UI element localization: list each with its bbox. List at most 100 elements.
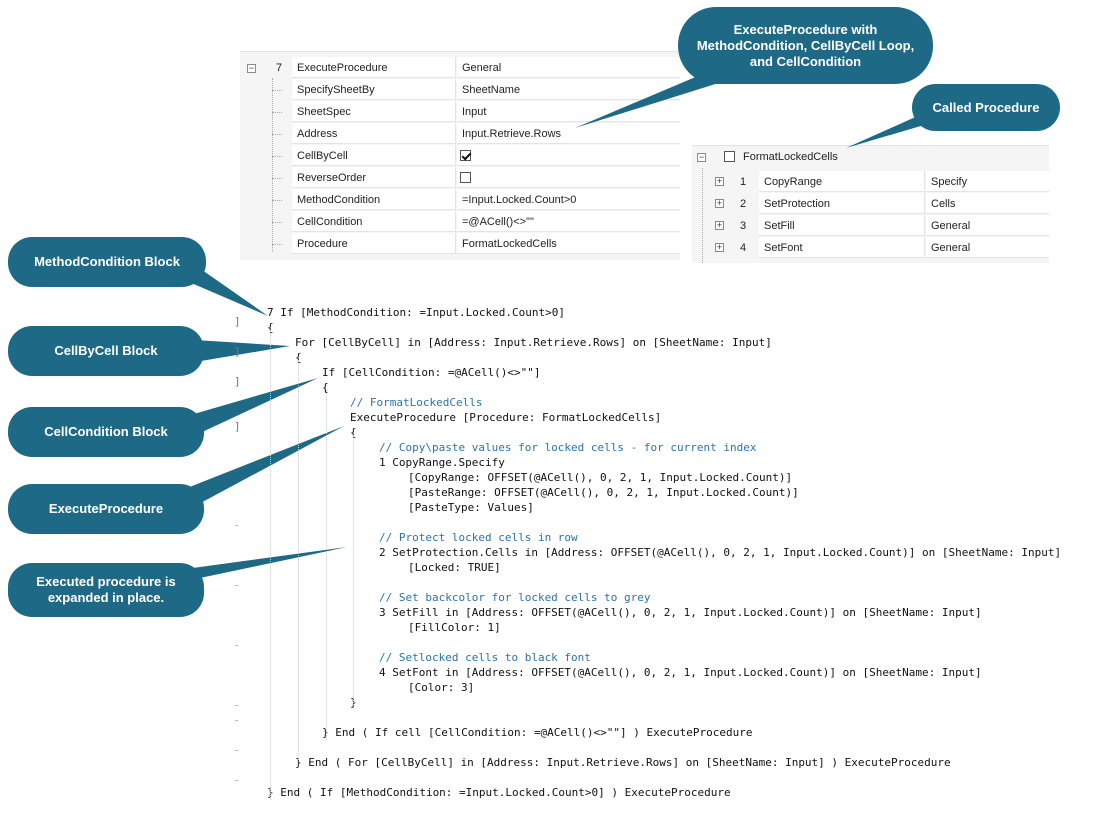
code-line: { — [295, 351, 302, 364]
tree-line — [272, 90, 282, 91]
property-name: ReverseOrder — [292, 167, 456, 188]
code-line: } End ( If cell [CellCondition: =@ACell(… — [322, 726, 753, 739]
code-line: } End ( For [CellByCell] in [Address: In… — [295, 756, 951, 769]
step-number: 3 — [739, 220, 747, 232]
callout-pointer — [195, 340, 290, 362]
code-line: 3 SetFill in [Address: OFFSET(@ACell(), … — [379, 606, 982, 619]
property-name: Address — [292, 123, 456, 144]
property-row[interactable]: MethodCondition=Input.Locked.Count>0 — [240, 189, 680, 211]
step-number: 4 — [739, 242, 747, 254]
callout-pointer — [182, 426, 344, 506]
step-name: SetFont — [759, 237, 925, 258]
code-comment: // Set backcolor for locked cells to gre… — [379, 591, 651, 604]
code-comment: // FormatLockedCells — [350, 396, 483, 409]
step-name: SetProtection — [759, 193, 925, 214]
indent-guide — [326, 390, 327, 740]
property-name: CellCondition — [292, 211, 456, 232]
step-type: Specify — [926, 171, 1049, 192]
fold-marker[interactable]: ] — [234, 420, 241, 433]
property-value[interactable]: FormatLockedCells — [457, 233, 680, 254]
code-line: [Color: 3] — [408, 681, 475, 694]
callout-called-procedure: Called Procedure — [912, 84, 1060, 131]
tree-line — [272, 112, 282, 113]
code-comment: // Copy\paste values for locked cells - … — [379, 441, 757, 454]
grid-header-row[interactable]: 7 ExecuteProcedure General — [240, 57, 680, 79]
property-name: SpecifySheetBy — [292, 79, 456, 100]
step-type: General — [926, 237, 1049, 258]
property-value[interactable]: SheetName — [457, 79, 680, 100]
step-name: CopyRange — [759, 171, 925, 192]
expand-icon[interactable]: + — [715, 176, 724, 186]
property-value — [457, 145, 680, 166]
tree-line — [272, 244, 282, 245]
expand-icon[interactable]: + — [715, 220, 724, 230]
procedure-checkbox[interactable] — [724, 151, 735, 162]
fold-marker[interactable]: ] — [234, 315, 241, 328]
property-value[interactable]: Input — [457, 101, 680, 122]
fold-marker[interactable]: ] — [234, 345, 241, 358]
property-value[interactable]: =Input.Locked.Count>0 — [457, 189, 680, 210]
property-grid: − 7 ExecuteProcedure General SpecifyShee… — [240, 51, 680, 260]
tree-line — [272, 156, 282, 157]
callout-expanded-in-place: Executed procedure is expanded in place. — [8, 563, 204, 617]
code-line: [CopyRange: OFFSET(@ACell(), 0, 2, 1, In… — [408, 471, 793, 484]
code-line: For [CellByCell] in [Address: Input.Retr… — [295, 336, 772, 349]
property-name: Procedure — [292, 233, 456, 254]
called-procedure-title: FormatLockedCells — [743, 151, 838, 163]
tree-line — [272, 134, 282, 135]
property-checkbox[interactable] — [460, 150, 471, 161]
property-name: MethodCondition — [292, 189, 456, 210]
code-line: [Locked: TRUE] — [408, 561, 501, 574]
callout-execute-procedure: ExecuteProcedure — [8, 484, 204, 534]
tree-line — [272, 178, 282, 179]
step-number: 1 — [739, 176, 747, 188]
code-comment: // Protect locked cells in row — [379, 531, 578, 544]
step-type: Cells — [926, 193, 1049, 214]
collapse-icon[interactable]: − — [247, 63, 256, 73]
gutter-tick — [235, 645, 238, 646]
code-line: { — [350, 426, 357, 439]
code-line: 1 CopyRange.Specify — [379, 456, 505, 469]
step-number: 2 — [739, 198, 747, 210]
callout-cellbycell-block: CellByCell Block — [8, 326, 204, 376]
callout-pointer — [180, 378, 318, 440]
property-value[interactable]: =@ACell()<>"" — [457, 211, 680, 232]
property-checkbox[interactable] — [460, 172, 471, 183]
step-name: SetFill — [759, 215, 925, 236]
code-line: [PasteType: Values] — [408, 501, 534, 514]
expand-icon[interactable]: + — [715, 198, 724, 208]
gutter-tick — [235, 750, 238, 751]
tree-line — [272, 78, 273, 252]
property-value[interactable]: Input.Retrieve.Rows — [457, 123, 680, 144]
collapse-icon[interactable]: − — [697, 152, 706, 162]
property-row[interactable]: ReverseOrder — [240, 167, 680, 189]
fold-marker[interactable]: ] — [234, 375, 241, 388]
callout-execute-with: ExecuteProcedure with MethodCondition, C… — [678, 7, 933, 84]
code-line: { — [322, 381, 329, 394]
gutter-tick — [235, 525, 238, 526]
code-line: 4 SetFont in [Address: OFFSET(@ACell(), … — [379, 666, 982, 679]
tree-line — [702, 168, 703, 263]
expand-icon[interactable]: + — [715, 242, 724, 252]
step-number: 7 — [275, 62, 283, 74]
code-line: 7 If [MethodCondition: =Input.Locked.Cou… — [267, 306, 566, 319]
code-line: } End ( If [MethodCondition: =Input.Lock… — [267, 786, 731, 799]
tree-line — [272, 222, 282, 223]
property-row[interactable]: CellCondition=@ACell()<>"" — [240, 211, 680, 233]
gutter-tick — [235, 705, 238, 706]
tree-line — [272, 200, 282, 201]
property-row[interactable]: CellByCell — [240, 145, 680, 167]
code-line: [FillColor: 1] — [408, 621, 501, 634]
indent-guide — [298, 360, 299, 760]
property-name: CellByCell — [292, 145, 456, 166]
code-line: [PasteRange: OFFSET(@ACell(), 0, 2, 1, I… — [408, 486, 799, 499]
